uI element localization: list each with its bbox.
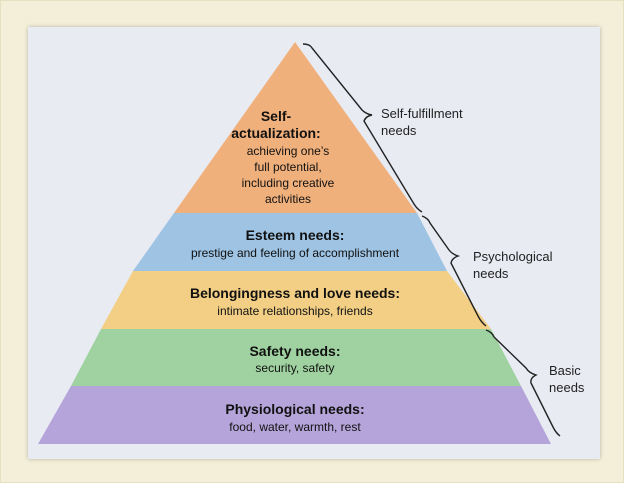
self-fulfillment-label-line2: needs bbox=[381, 123, 417, 138]
basic-label-line1: Basic bbox=[549, 363, 581, 378]
self-actualization-layer bbox=[174, 42, 417, 213]
belonging-title: Belongingness and love needs: bbox=[190, 285, 400, 301]
self-fulfillment-label-line1: Self-fulfillment bbox=[381, 106, 463, 121]
psychological-label-line1: Psychological bbox=[473, 249, 553, 264]
self-actualization-desc-line1: achieving one’s bbox=[247, 144, 330, 158]
belonging-desc: intimate relationships, friends bbox=[217, 304, 372, 318]
safety-desc: security, safety bbox=[255, 361, 334, 375]
psychological-bracket bbox=[421, 215, 487, 327]
physiological-layer bbox=[38, 386, 551, 444]
esteem-title: Esteem needs: bbox=[246, 227, 345, 243]
safety-layer bbox=[71, 329, 521, 386]
physiological-desc: food, water, warmth, rest bbox=[229, 420, 361, 434]
self-actualization-title-line2: actualization: bbox=[231, 125, 320, 141]
self-actualization-desc-line2: full potential, bbox=[254, 160, 321, 174]
basic-label-line2: needs bbox=[549, 380, 585, 395]
safety-title: Safety needs: bbox=[249, 343, 340, 359]
esteem-layer bbox=[133, 213, 447, 271]
psychological-label-line2: needs bbox=[473, 266, 509, 281]
self-actualization-desc-line3: including creative bbox=[242, 176, 335, 190]
self-actualization-title-line1: Self- bbox=[261, 108, 292, 124]
self-actualization-desc-line4: activities bbox=[265, 192, 311, 206]
esteem-desc: prestige and feeling of accomplishment bbox=[191, 246, 400, 260]
basic-bracket bbox=[485, 329, 561, 437]
self-fulfillment-bracket bbox=[302, 43, 423, 213]
physiological-title: Physiological needs: bbox=[225, 401, 364, 417]
belonging-layer bbox=[101, 271, 491, 329]
